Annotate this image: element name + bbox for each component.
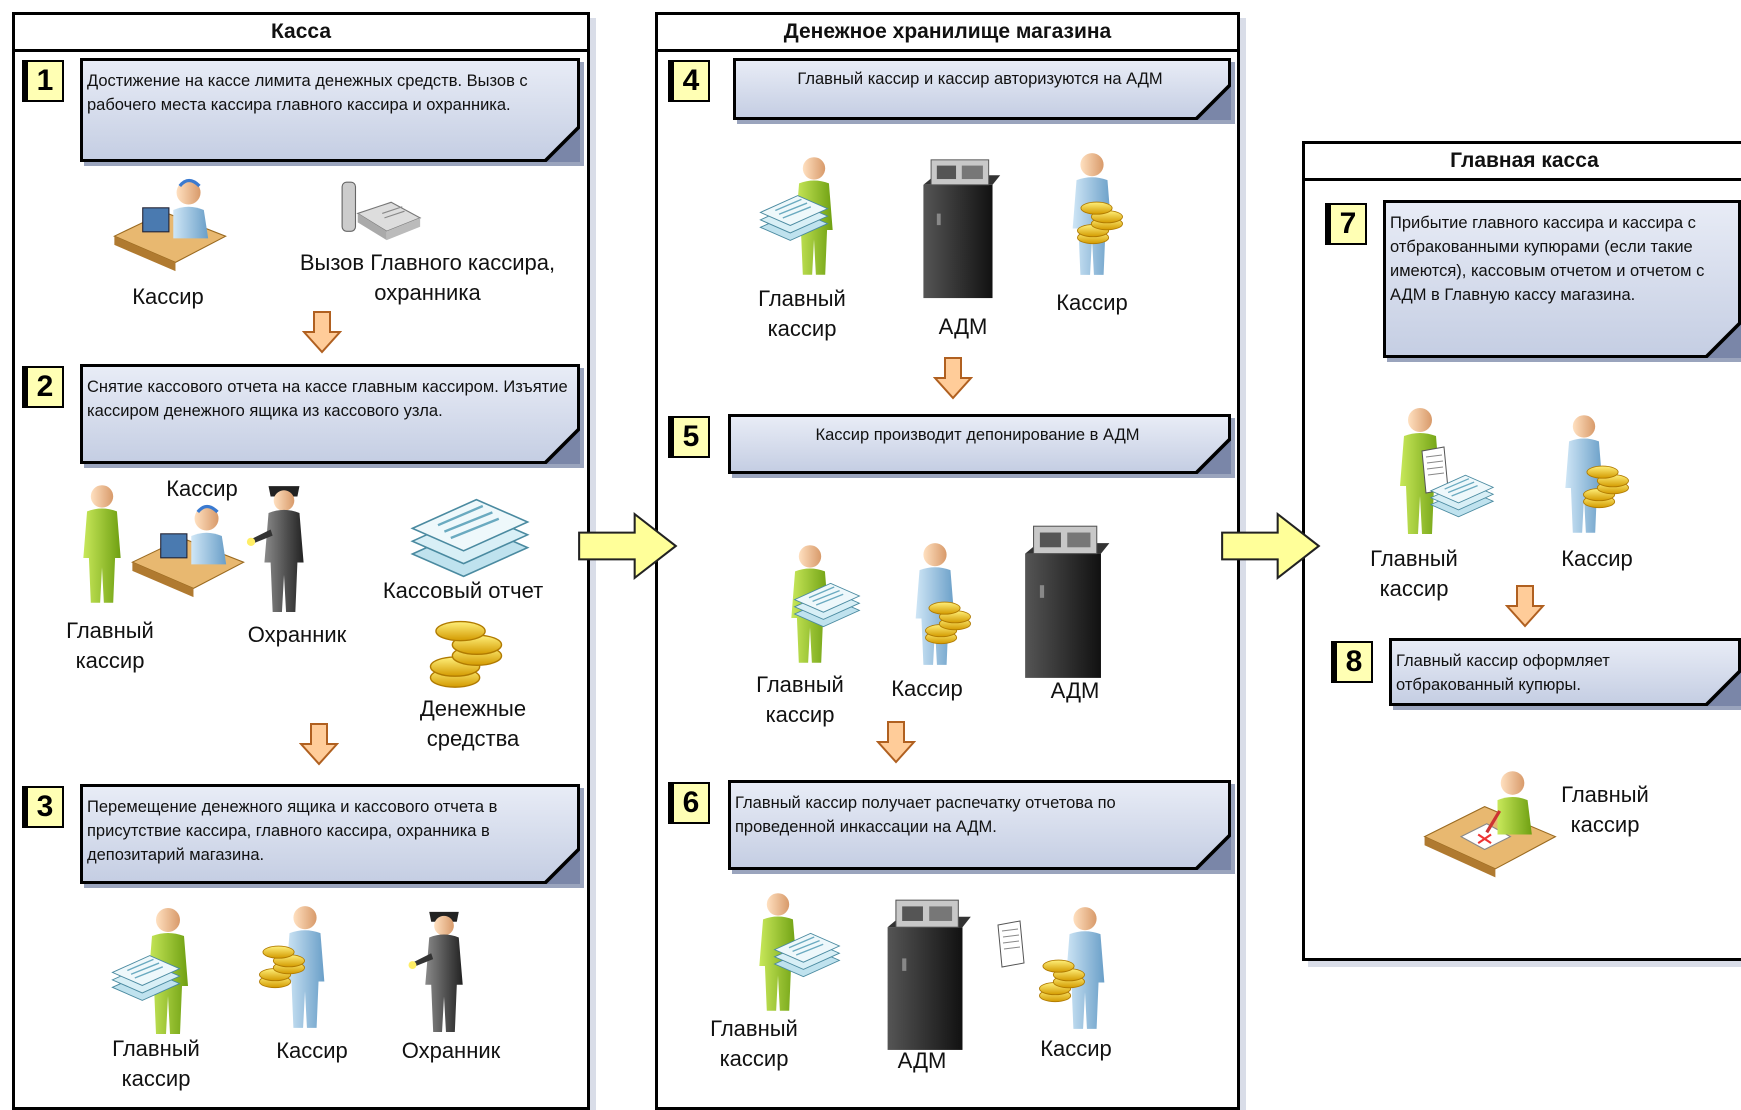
- label-head-cashier: Главный: [1370, 546, 1458, 571]
- down-arrow-icon: [876, 720, 916, 764]
- label-money-2: средства: [426, 726, 520, 751]
- coins-icon: [1580, 460, 1632, 512]
- guard-figure-icon: [244, 480, 324, 614]
- step-text-4: Главный кассир и кассир авторизуются на …: [797, 70, 1163, 88]
- label-head-cashier-2: кассир: [121, 1066, 191, 1091]
- flow-arrow-icon: [577, 510, 680, 582]
- label-head-cashier: Главный: [758, 286, 846, 311]
- step-text-3: Перемещение денежного ящика и кассового …: [87, 798, 498, 864]
- label-cashier: Кассир: [1561, 546, 1633, 571]
- flow-arrow-icon: [1220, 510, 1323, 582]
- fold-corner-icon: [1705, 670, 1741, 706]
- label-head-cashier: Главный: [112, 1036, 200, 1061]
- label-guard: Охранник: [247, 622, 347, 647]
- label-cash-report: Кассовый отчет: [382, 578, 544, 603]
- label-head-cashier-2: кассир: [767, 316, 837, 341]
- fold-corner-icon: [544, 848, 580, 884]
- lane-title-storage: Денежное хранилище магазина: [658, 15, 1237, 52]
- writing-desk-icon: [1420, 768, 1560, 886]
- down-arrow-icon: [933, 356, 973, 400]
- label-head-cashier-2: кассир: [765, 702, 835, 727]
- coins-icon: [256, 940, 308, 992]
- lane-title-kassa: Касса: [15, 15, 587, 52]
- cash-report-icon: [405, 490, 535, 586]
- step-number-6: 6: [668, 782, 710, 824]
- phone-icon: [335, 180, 425, 258]
- guard-figure-icon: [406, 906, 482, 1034]
- step-text-5: Кассир производит депонирование в АДМ: [815, 426, 1140, 444]
- step-box-2: Снятие кассового отчета на кассе главным…: [80, 364, 580, 464]
- head-cashier-figure-icon: [74, 482, 130, 606]
- papers-icon: [108, 950, 184, 1006]
- adm-machine-icon: [874, 896, 974, 1052]
- step-box-4: Главный кассир и кассир авторизуются на …: [733, 58, 1231, 120]
- label-head-cashier: Главный: [756, 672, 844, 697]
- down-arrow-icon: [1505, 584, 1545, 628]
- label-adm: АДМ: [938, 314, 988, 339]
- step-number-4: 4: [668, 60, 710, 102]
- label-money: Денежные: [419, 696, 527, 721]
- step-number-7: 7: [1325, 203, 1367, 245]
- step-box-6: Главный кассир получает распечатку отчет…: [728, 780, 1231, 870]
- step-number-8: 8: [1331, 641, 1373, 683]
- lane-title-main: Главная касса: [1305, 144, 1741, 181]
- fold-corner-icon: [544, 428, 580, 464]
- step-text-1: Достижение на кассе лимита денежных сред…: [87, 72, 528, 114]
- label-guard: Охранник: [401, 1038, 501, 1063]
- label-head-cashier: Главный: [710, 1016, 798, 1041]
- label-head-cashier-2: кассир: [1570, 812, 1640, 837]
- adm-machine-icon: [910, 156, 1004, 300]
- label-cashier: Кассир: [891, 676, 963, 701]
- step-box-5: Кассир производит депонирование в АДМ: [728, 414, 1231, 474]
- step-text-6: Главный кассир получает распечатку отчет…: [735, 794, 1116, 836]
- papers-icon: [790, 578, 864, 632]
- label-cashier: Кассир: [276, 1038, 348, 1063]
- label-adm: АДМ: [897, 1048, 947, 1073]
- label-head-cashier: Главный: [66, 618, 154, 643]
- down-arrow-icon: [302, 310, 342, 354]
- label-cashier: Кассир: [1056, 290, 1128, 315]
- label-head-cashier: Главный: [1561, 782, 1649, 807]
- cashier-desk-icon: [128, 498, 248, 598]
- step-text-7: Прибытие главного кассира и кассира с от…: [1390, 214, 1705, 304]
- fold-corner-icon: [1195, 834, 1231, 870]
- adm-machine-icon: [1012, 522, 1112, 680]
- papers-icon: [756, 190, 832, 246]
- fold-corner-icon: [1195, 84, 1231, 120]
- fold-corner-icon: [1195, 438, 1231, 474]
- step-text-8: Главный кассир оформляет отбракованный к…: [1396, 652, 1610, 694]
- step-number-1: 1: [22, 60, 64, 102]
- label-call: Вызов Главного кассира,: [299, 250, 556, 275]
- step-box-1: Достижение на кассе лимита денежных сред…: [80, 58, 580, 162]
- step-box-8: Главный кассир оформляет отбракованный к…: [1389, 638, 1741, 706]
- label-cashier: Кассир: [1040, 1036, 1112, 1061]
- down-arrow-icon: [299, 722, 339, 766]
- papers-icon: [770, 928, 844, 982]
- printout-sheet-icon: [996, 918, 1026, 970]
- step-number-5: 5: [668, 416, 710, 458]
- cashier-desk-icon: [110, 172, 230, 272]
- step-box-3: Перемещение денежного ящика и кассового …: [80, 784, 580, 884]
- coins-icon: [425, 612, 507, 694]
- label-cashier: Кассир: [166, 476, 238, 501]
- papers-icon: [1426, 470, 1498, 522]
- step-box-7: Прибытие главного кассира и кассира с от…: [1383, 200, 1741, 358]
- label-head-cashier-2: кассир: [75, 648, 145, 673]
- fold-corner-icon: [544, 126, 580, 162]
- step-number-3: 3: [22, 786, 64, 828]
- label-head-cashier-2: кассир: [1379, 576, 1449, 601]
- fold-corner-icon: [1705, 322, 1741, 358]
- step-number-2: 2: [22, 366, 64, 408]
- label-cashier: Кассир: [132, 284, 204, 309]
- label-head-cashier-2: кассир: [719, 1046, 789, 1071]
- label-adm: АДМ: [1050, 678, 1100, 703]
- coins-icon: [922, 596, 974, 648]
- label-call-2: охранника: [374, 280, 481, 305]
- coins-icon: [1036, 954, 1088, 1006]
- step-text-2: Снятие кассового отчета на кассе главным…: [87, 378, 568, 420]
- coins-icon: [1074, 196, 1126, 248]
